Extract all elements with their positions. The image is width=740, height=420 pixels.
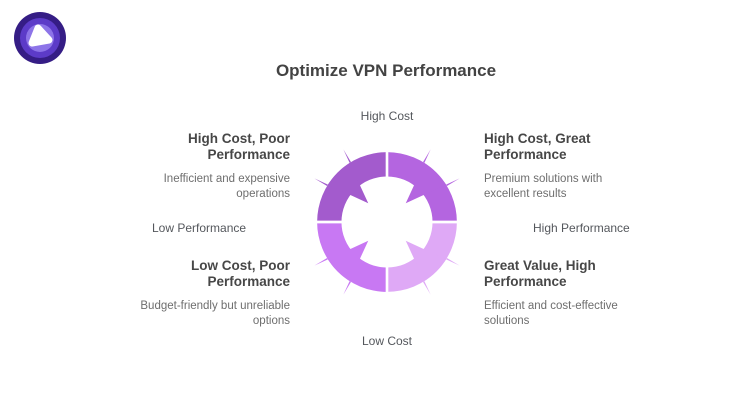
quadrant-text-bottom-right: Great Value, High Performance Efficient … [484,258,636,328]
quadrant-description: Efficient and cost-effective solutions [484,300,618,327]
purevpn-logo-icon [14,12,66,64]
quadrant-heading: Low Cost, Poor Performance [191,258,290,289]
quadrant-description: Inefficient and expensive operations [163,173,290,200]
quadrant-text-bottom-left: Low Cost, Poor Performance Budget-friend… [138,258,290,328]
quadrant-heading: Great Value, High Performance [484,258,596,289]
quadrant-text-top-right: High Cost, Great Performance Premium sol… [484,131,636,201]
quadrant-description: Budget-friendly but unreliable options [140,300,290,327]
axis-label-high-cost: High Cost [360,109,414,123]
quadrant-segment-bottom-right [387,222,460,295]
axis-label-low-cost: Low Cost [361,334,413,348]
quadrant-heading: High Cost, Great Performance [484,131,591,162]
quadrant-ring-diagram [303,138,471,306]
page-title: Optimize VPN Performance [275,61,497,80]
quadrant-text-top-left: High Cost, Poor Performance Inefficient … [138,131,290,201]
inward-arrow-top-left-icon [314,149,369,204]
inward-arrow-bottom-right-icon [405,240,460,295]
quadrant-heading: High Cost, Poor Performance [188,131,290,162]
quadrant-segment-top-left [314,149,387,222]
axis-label-low-performance: Low Performance [152,221,247,235]
inward-arrow-bottom-left-icon [314,240,369,295]
quadrant-segment-top-right [387,149,460,222]
inward-arrow-top-right-icon [405,149,460,204]
axis-label-high-performance: High Performance [533,221,630,235]
quadrant-description: Premium solutions with excellent results [484,173,603,200]
quadrant-segment-bottom-left [314,222,387,295]
